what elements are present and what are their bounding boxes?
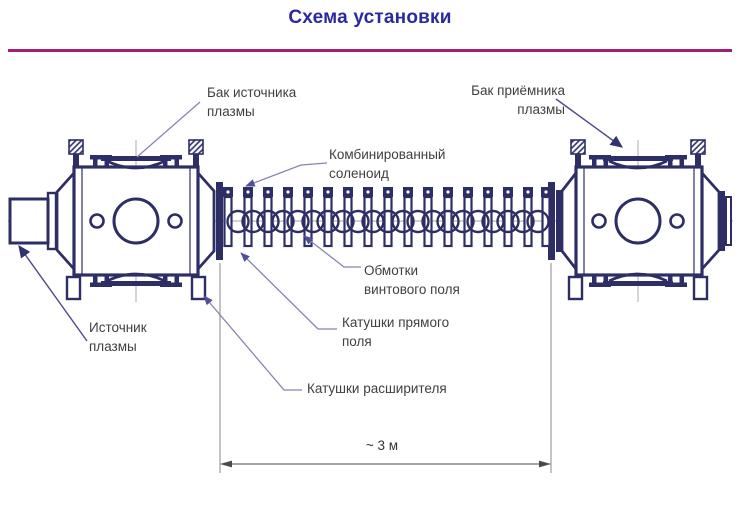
receiver-tank-port-circle bbox=[614, 197, 662, 245]
label-direct-field-coils: Катушки прямого поля bbox=[342, 315, 450, 350]
corner-post-hatch bbox=[68, 139, 84, 155]
label-expander-coils: Катушки расширителя bbox=[307, 381, 447, 396]
bottom-dome bbox=[106, 272, 166, 283]
solenoid-right-outer-flange bbox=[556, 190, 562, 252]
expander-flange bbox=[718, 191, 725, 251]
label-helical-windings: Обмотки винтового поля bbox=[364, 263, 460, 298]
leader-expander-coils bbox=[203, 295, 302, 391]
bottom-dome bbox=[608, 272, 668, 283]
source-tank-right-cone bbox=[196, 169, 216, 273]
bottom-dome-plate bbox=[101, 281, 171, 286]
leader-direct-coils bbox=[240, 252, 337, 330]
receiver-tank-drawing bbox=[560, 139, 732, 301]
source-tank-small-port-right bbox=[167, 213, 183, 229]
solenoid-left-flange bbox=[216, 182, 223, 260]
top-dome-plate bbox=[101, 156, 171, 161]
label-dimension: ~ 3 м bbox=[365, 438, 399, 453]
leader-solenoid bbox=[245, 162, 328, 187]
source-tank-port-circle bbox=[112, 197, 160, 245]
dimension-lines bbox=[219, 263, 552, 473]
leader-lines bbox=[18, 98, 624, 391]
page-title: Схема установки bbox=[288, 7, 452, 28]
label-plasma-source: Источник плазмы bbox=[89, 320, 147, 355]
tank-leg bbox=[567, 275, 584, 301]
tank-leg bbox=[692, 275, 709, 301]
corner-post-hatch bbox=[690, 139, 706, 155]
tank-leg bbox=[65, 275, 82, 301]
leader-plasma-source bbox=[18, 244, 88, 342]
solenoid-right-flange bbox=[548, 182, 555, 260]
leader-receiver-tank bbox=[555, 98, 624, 148]
receiver-tank-small-port-right bbox=[669, 213, 685, 229]
top-dome-plate bbox=[603, 156, 673, 161]
source-tank-small-port-left bbox=[89, 213, 105, 229]
corner-post-hatch bbox=[188, 139, 204, 155]
plasma-source-box bbox=[8, 197, 50, 245]
source-tank-drawing bbox=[8, 139, 216, 301]
bottom-dome-plate bbox=[603, 281, 673, 286]
top-dome bbox=[106, 159, 166, 170]
receiver-tank-left-cone bbox=[560, 168, 578, 274]
tank-leg bbox=[190, 275, 207, 301]
receiver-tank-small-port-left bbox=[591, 213, 607, 229]
helical-field-windings bbox=[226, 209, 550, 234]
label-receiver-tank: Бак приёмника плазмы bbox=[471, 83, 565, 118]
source-tank-left-cone bbox=[55, 169, 76, 273]
expander-outer-plate bbox=[725, 196, 732, 246]
leader-windings bbox=[303, 235, 361, 268]
corner-post-hatch bbox=[570, 139, 586, 155]
leader-source-tank bbox=[136, 101, 201, 158]
receiver-tank-right-cone bbox=[700, 169, 721, 273]
label-source-tank: Бак источника плазмы bbox=[207, 85, 297, 120]
top-dome bbox=[608, 159, 668, 170]
label-combined-solenoid: Комбинированный соленоид bbox=[329, 147, 446, 182]
title-underline bbox=[8, 49, 732, 52]
